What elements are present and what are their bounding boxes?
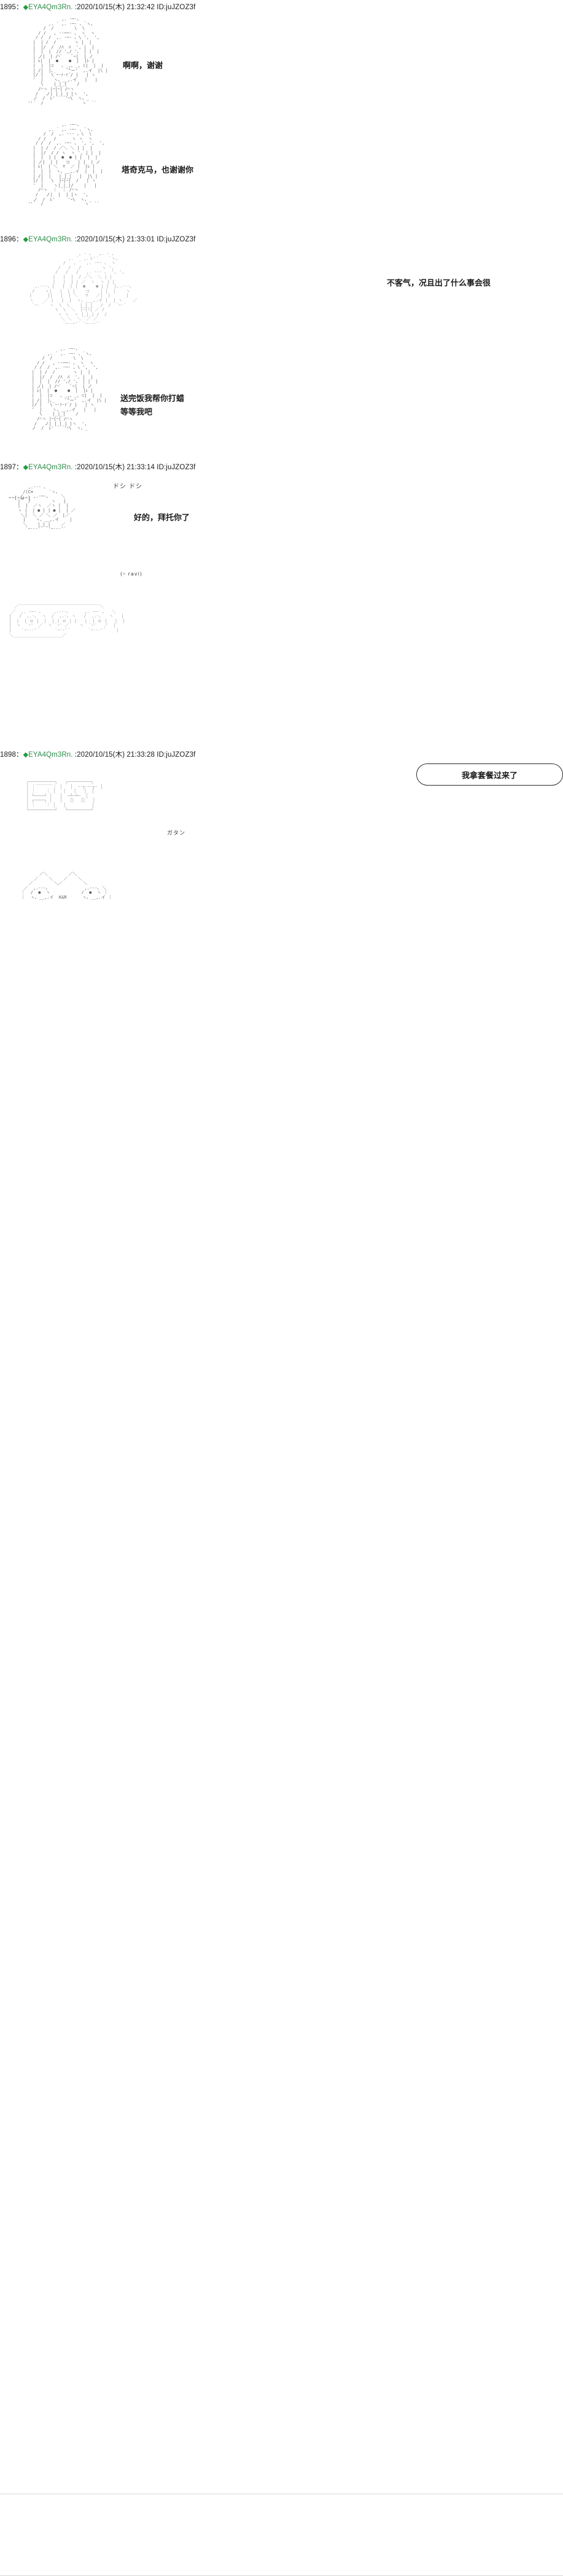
sfx-text: ｰｰ(ｰωｰ) xyxy=(9,495,31,501)
post-separator: ： xyxy=(15,464,23,471)
tripcode-diamond-icon: ◆ xyxy=(23,751,29,759)
post-datetime: 2020/10/15(木) 21:33:28 xyxy=(77,751,155,759)
post-number: 1897 xyxy=(0,464,16,471)
ascii-art-machine: ／￣￣￣￣￣￣￣￣￣￣￣￣￣￣￣￣￣￣￣＼ ／ ,. -─- 、 ,.-‐-､ … xyxy=(9,604,125,638)
post-header-1898: 1898：◆EYA4Qm3Rn. :2020/10/15(木) 21:33:28… xyxy=(0,751,195,759)
ascii-art-figure-b: ,. -─-、 ,. ´ ,. -─- 、`ヽ、 / / ,. -‐- 、\ \… xyxy=(28,122,105,207)
post-header-1895: 1895：◆EYA4Qm3Rn. :2020/10/15(木) 21:32:42… xyxy=(0,3,195,12)
colon: : xyxy=(72,464,77,471)
tripcode: EYA4Qm3Rn. xyxy=(28,751,73,759)
poster-id: ID:juJZOZ3f xyxy=(157,236,196,243)
speech-bubble: 我拿套餐过来了 xyxy=(416,763,563,786)
poster-id: ID:juJZOZ3f xyxy=(157,4,196,11)
ascii-art-tachikoma: , - ､ ,. - ､ ,. ´ ,.ゝ'´ `ヽ、 / , ´ ,. -─-… xyxy=(29,251,138,326)
post-number: 1896 xyxy=(0,236,16,243)
tripcode: EYA4Qm3Rn. xyxy=(28,464,73,471)
tripcode: EYA4Qm3Rn. xyxy=(28,4,73,11)
post-number: 1898 xyxy=(0,751,16,759)
poster-id: ID:juJZOZ3f xyxy=(157,464,196,471)
tripcode: EYA4Qm3Rn. xyxy=(28,236,73,243)
ascii-art-figure: ,. -─-、 ,. ´ ,. -─- 、`ヽ、 / / \ \ / / , -… xyxy=(31,346,107,431)
tripcode-diamond-icon: ◆ xyxy=(23,236,29,243)
dialogue-line: 好的，拜托你了 xyxy=(134,513,190,523)
post-separator: ： xyxy=(15,751,23,759)
post-datetime: 2020/10/15(木) 21:33:01 xyxy=(77,236,155,243)
sfx-text: ガタン xyxy=(167,830,186,837)
colon: : xyxy=(72,751,77,759)
ascii-art-scene: ┌──────────┐ ┌─────────┐ │ ｜￣￣￣￣｜ │ │ ｰ‐… xyxy=(26,779,103,813)
poster-id: ID:juJZOZ3f xyxy=(157,751,196,759)
dialogue-line: 等等我吧 xyxy=(120,408,153,417)
post-datetime: 2020/10/15(木) 21:33:14 xyxy=(77,464,155,471)
dialogue-line: 啊啊，谢谢 xyxy=(123,61,163,71)
post-datetime: 2020/10/15(木) 21:32:42 xyxy=(77,4,155,11)
tripcode-diamond-icon: ◆ xyxy=(23,4,29,11)
dialogue-line: 送完饭我帮你打蜡 xyxy=(120,394,185,404)
colon: : xyxy=(72,236,77,243)
post-number: 1895 xyxy=(0,4,16,11)
ascii-art-bottom: ／＼ ／＼ ／ ＼ ／ ＼ ／ ＼／ ＼ ／ ,.-‐-､ ,.-‐-､ ＼ ｜… xyxy=(21,872,112,900)
dialogue-line: 不客气，况且出了什么事会很 xyxy=(387,279,491,288)
sfx-text: (ｰ ravi) xyxy=(120,571,142,577)
ascii-art-figure: ,.-‐- 、 /(C∞ `ヽ、 / ,.-─-、 ＼ | / ヽ | | | … xyxy=(17,485,76,532)
ascii-art-figure-a: ,. -─-、 ,. ´ ,. -─- 、`ヽ、 / / \ \ / / , -… xyxy=(28,17,108,106)
tripcode-diamond-icon: ◆ xyxy=(23,464,29,471)
speech-bubble-text: 我拿套餐过来了 xyxy=(461,771,518,781)
post-header-1897: 1897：◆EYA4Qm3Rn. :2020/10/15(木) 21:33:14… xyxy=(0,463,195,472)
sfx-text: ドシ ドシ xyxy=(113,483,143,490)
post-header-1896: 1896：◆EYA4Qm3Rn. :2020/10/15(木) 21:33:01… xyxy=(0,235,195,244)
dialogue-line: 塔奇克马，也谢谢你 xyxy=(122,166,194,175)
post-separator: ： xyxy=(15,4,23,11)
colon: : xyxy=(72,4,77,11)
post-separator: ： xyxy=(15,236,23,243)
